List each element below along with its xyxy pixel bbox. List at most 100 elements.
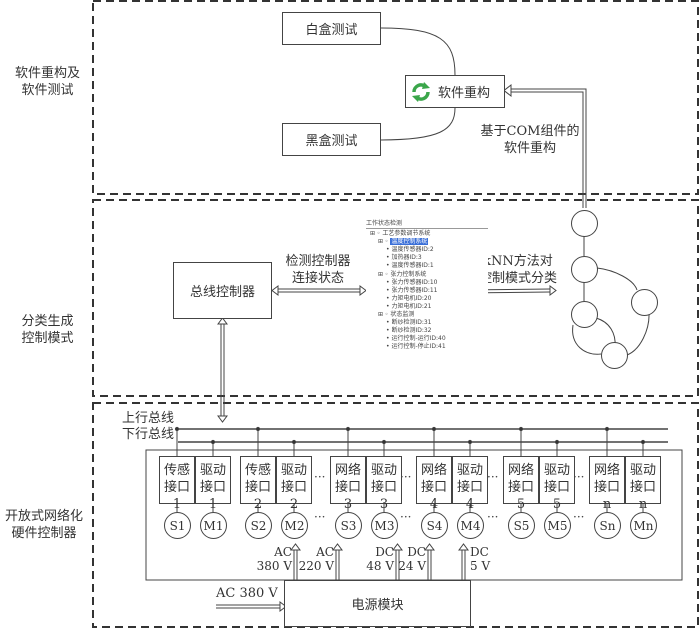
interface-id: 接口n [629, 480, 656, 512]
interface-type: 驱动 [543, 463, 570, 478]
power-output-arrow-head [392, 543, 403, 551]
interface-type: 驱动 [629, 463, 656, 478]
tree-group[interactable]: ⊞ ◦ 工艺参数调节系统 [370, 230, 431, 238]
tree-item-label: 温度传感器ID:1 [391, 262, 434, 270]
tree-item[interactable]: • 力矩电机ID:20 [386, 294, 432, 302]
black-box-test: 黑盒测试 [282, 123, 381, 156]
tree-item[interactable]: • 运行控制-运行ID:40 [386, 335, 446, 343]
interface-box: 驱动接口1 [195, 456, 231, 512]
interface-box: 传感接口1 [159, 456, 195, 512]
device-node: S2 [245, 512, 272, 539]
section-label-line: 硬件控制器 [11, 526, 77, 541]
tree-item[interactable]: • 张力传感器ID:11 [386, 286, 438, 294]
tree-item-label: 运行控制-运行ID:40 [391, 335, 446, 343]
whitebox-link [379, 27, 456, 76]
power-type: DC [407, 545, 426, 559]
device-node: Mn [630, 512, 657, 539]
interface-type: 传感 [244, 463, 271, 478]
tree-group[interactable]: ⊞ ◦ 状态监测 [378, 311, 415, 319]
bus-junction [640, 439, 646, 445]
device-node: M5 [544, 512, 571, 539]
up-bus-label: 上行总线 [121, 411, 174, 426]
power-input-label: AC 380 V [216, 586, 278, 601]
interface-id: 接口2 [244, 480, 271, 512]
tree-item[interactable]: • 张力传感器ID:10 [386, 278, 438, 286]
graph-node [571, 301, 598, 328]
interface-id: 接口5 [543, 480, 570, 512]
tree-item[interactable]: • 加热器ID:3 [386, 254, 422, 262]
software-refactor-label: 软件重构 [438, 86, 491, 101]
tree-item[interactable]: • 温度传感器ID:2 [386, 246, 434, 254]
graph-node [601, 342, 628, 369]
tree-item[interactable]: • 力矩电机ID:21 [386, 302, 432, 310]
power-module-box: 电源模块 [284, 580, 471, 627]
power-voltage: 24 V [398, 559, 426, 573]
tree-subgroup-label-selected: 温度控制系统 [390, 238, 429, 246]
detect-status-label: 检测控制器 连接状态 [278, 253, 358, 287]
interface-box: 驱动接口n [625, 456, 661, 512]
device-node: Sn [594, 512, 621, 539]
interface-type: 驱动 [199, 463, 226, 478]
interface-box: 传感接口2 [240, 456, 276, 512]
com-label-line: 软件重构 [503, 141, 556, 156]
interface-type: 驱动 [456, 463, 483, 478]
power-output-arrow-head [332, 543, 343, 551]
bus-junction [345, 426, 351, 432]
bus-junction [381, 439, 387, 445]
detect-label-line: 检测控制器 [285, 254, 351, 269]
interface-id: 接口4 [456, 480, 483, 512]
tree-item-label: 温度传感器ID:2 [391, 246, 434, 254]
section-label-line: 软件重构及 [14, 66, 80, 81]
tree-group-label: 状态监测 [390, 311, 415, 319]
section-frame-hardware [92, 402, 699, 628]
section-label-line: 软件测试 [21, 83, 74, 98]
interface-type: 驱动 [280, 463, 307, 478]
interface-id: 接口1 [163, 480, 190, 512]
interface-id: 接口n [593, 480, 620, 512]
bus-labels: 上行总线 下行总线 [100, 411, 174, 443]
tree-subgroup[interactable]: ⊞ ◦ 温度控制系统 [378, 238, 429, 246]
tree-item[interactable]: • 断纱检测ID:31 [386, 319, 432, 327]
tree-item[interactable]: • 运行控制-停止ID:41 [386, 343, 446, 351]
interface-id: 接口5 [507, 480, 534, 512]
detect-arrow [271, 285, 367, 296]
tree-item-label: 力矩电机ID:20 [391, 294, 432, 302]
interface-id: 接口3 [334, 480, 361, 512]
device-node: S5 [508, 512, 535, 539]
section-label-line: 控制模式 [21, 331, 74, 346]
interface-type: 网络 [334, 463, 361, 478]
ellipsis: ··· [400, 470, 412, 484]
tree-header: 工作状态检测 [366, 220, 488, 230]
power-voltage: 220 V [298, 559, 334, 573]
power-input-arrow [216, 601, 287, 612]
status-tree-panel: 工作状态检测 ⊞ ◦ 工艺参数调节系统 ⊞ ◦ 温度控制系统 • 温度传感器ID… [366, 220, 488, 352]
power-output-arrow-head [424, 543, 435, 551]
bus-junction [174, 426, 180, 432]
power-type: AC [274, 545, 292, 559]
interface-box: 驱动接口5 [539, 456, 575, 512]
tree-subgroup-label: 张力控制系统 [390, 270, 427, 278]
tree-item-label: 运行控制-停止ID:41 [391, 343, 446, 351]
down-bus-label: 下行总线 [121, 427, 174, 442]
bus-junction [210, 439, 216, 445]
interface-box: 网络接口3 [330, 456, 366, 512]
interface-id: 接口1 [199, 480, 226, 512]
power-type: DC [375, 545, 394, 559]
interface-id: 接口4 [420, 480, 447, 512]
com-arrow [503, 83, 587, 208]
bus-controller-box: 总线控制器 [173, 262, 272, 319]
section-label-software: 软件重构及 软件测试 [10, 65, 85, 99]
ellipsis: ··· [487, 510, 499, 524]
power-voltage: 48 V [366, 559, 394, 573]
device-node: M1 [200, 512, 227, 539]
tree-subgroup[interactable]: ⊞ ◦ 张力控制系统 [378, 270, 427, 278]
interface-box: 网络接口5 [503, 456, 539, 512]
tree-item[interactable]: • 断纱检测ID:32 [386, 327, 432, 335]
interface-type: 传感 [163, 463, 190, 478]
tree-item[interactable]: • 温度传感器ID:1 [386, 262, 434, 270]
tree-item-label: 断纱检测ID:32 [391, 327, 432, 335]
